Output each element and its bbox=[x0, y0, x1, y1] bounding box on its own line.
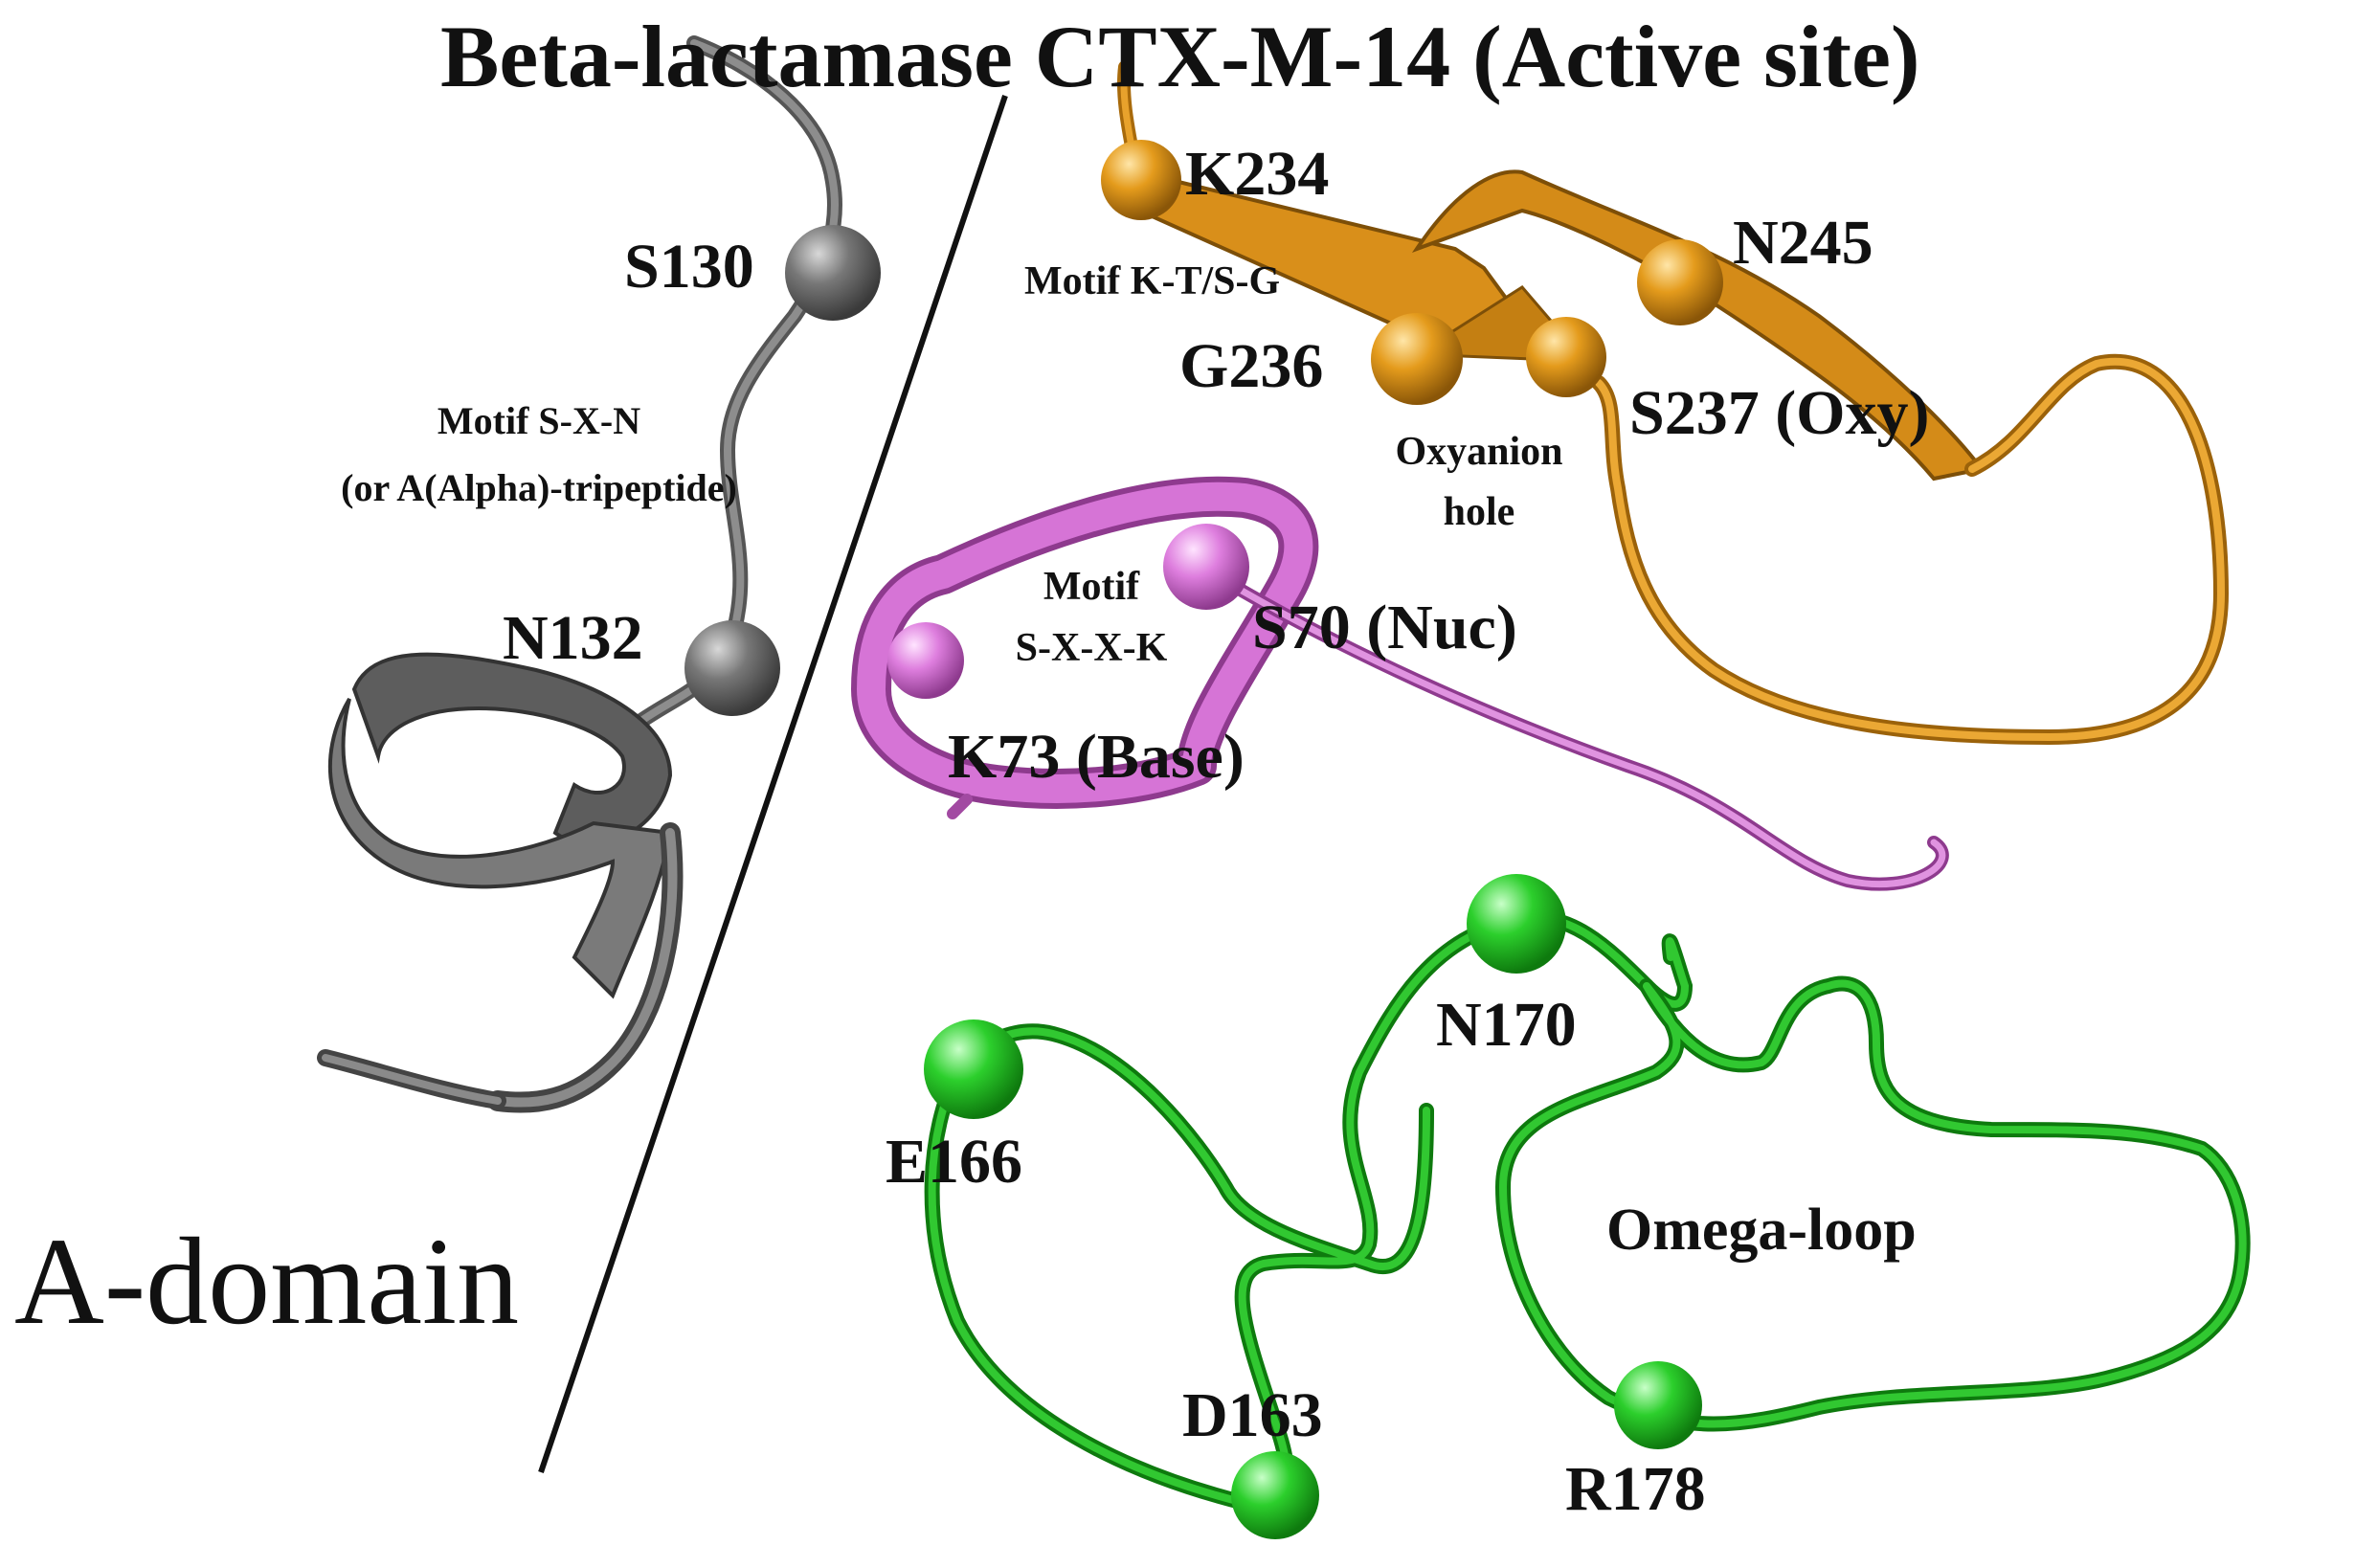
residue-k234-sphere bbox=[1101, 140, 1181, 220]
residue-k73-sphere bbox=[887, 622, 964, 699]
motif-sxn-line2: (or A(Alpha)-tripeptide) bbox=[341, 466, 737, 509]
residue-n170-sphere bbox=[1467, 874, 1566, 974]
motif-sxn-line1: Motif S-X-N bbox=[437, 399, 640, 442]
label-n170: N170 bbox=[1436, 990, 1577, 1060]
oxyanion-line1: Oxyanion bbox=[1395, 430, 1562, 474]
domain-divider-line bbox=[538, 95, 1008, 1473]
residue-s130-sphere bbox=[785, 225, 881, 321]
motif-sxxk-line2: S-X-X-K bbox=[1016, 626, 1168, 670]
residue-s237-sphere bbox=[1526, 317, 1606, 397]
domain-label: A-domain bbox=[14, 1213, 519, 1351]
label-k234: K234 bbox=[1185, 139, 1329, 209]
label-r178: R178 bbox=[1565, 1454, 1706, 1524]
motif-ktsg: Motif K-T/S-G bbox=[1024, 259, 1280, 303]
residue-d163-sphere bbox=[1231, 1451, 1319, 1539]
residue-e166-sphere bbox=[924, 1019, 1023, 1119]
green-chain bbox=[924, 874, 2251, 1539]
residue-n245-sphere bbox=[1637, 239, 1723, 325]
residue-r178-sphere bbox=[1614, 1361, 1702, 1449]
label-s130: S130 bbox=[624, 232, 754, 302]
motif-sxxk-line1: Motif bbox=[1043, 565, 1140, 609]
label-e166: E166 bbox=[886, 1127, 1022, 1197]
residue-n132-sphere bbox=[684, 620, 780, 716]
label-k73: K73 (Base) bbox=[948, 722, 1245, 792]
label-g236: G236 bbox=[1179, 331, 1323, 401]
label-n132: N132 bbox=[503, 603, 643, 673]
label-s70: S70 (Nuc) bbox=[1252, 593, 1517, 662]
residue-g236-sphere bbox=[1371, 313, 1463, 405]
residue-s70-sphere bbox=[1163, 524, 1249, 610]
gray-chain bbox=[317, 35, 881, 1113]
diagram-title: Beta-lactamase CTX-M-14 (Active site) bbox=[440, 8, 1920, 105]
orange-chain bbox=[1101, 60, 2230, 746]
oxyanion-line2: hole bbox=[1444, 490, 1515, 534]
omega-loop-label: Omega-loop bbox=[1606, 1198, 1917, 1263]
label-s237: S237 (Oxy) bbox=[1629, 378, 1930, 448]
label-d163: D163 bbox=[1182, 1380, 1323, 1450]
violet-chain bbox=[851, 476, 1949, 891]
label-n245: N245 bbox=[1733, 208, 1873, 278]
